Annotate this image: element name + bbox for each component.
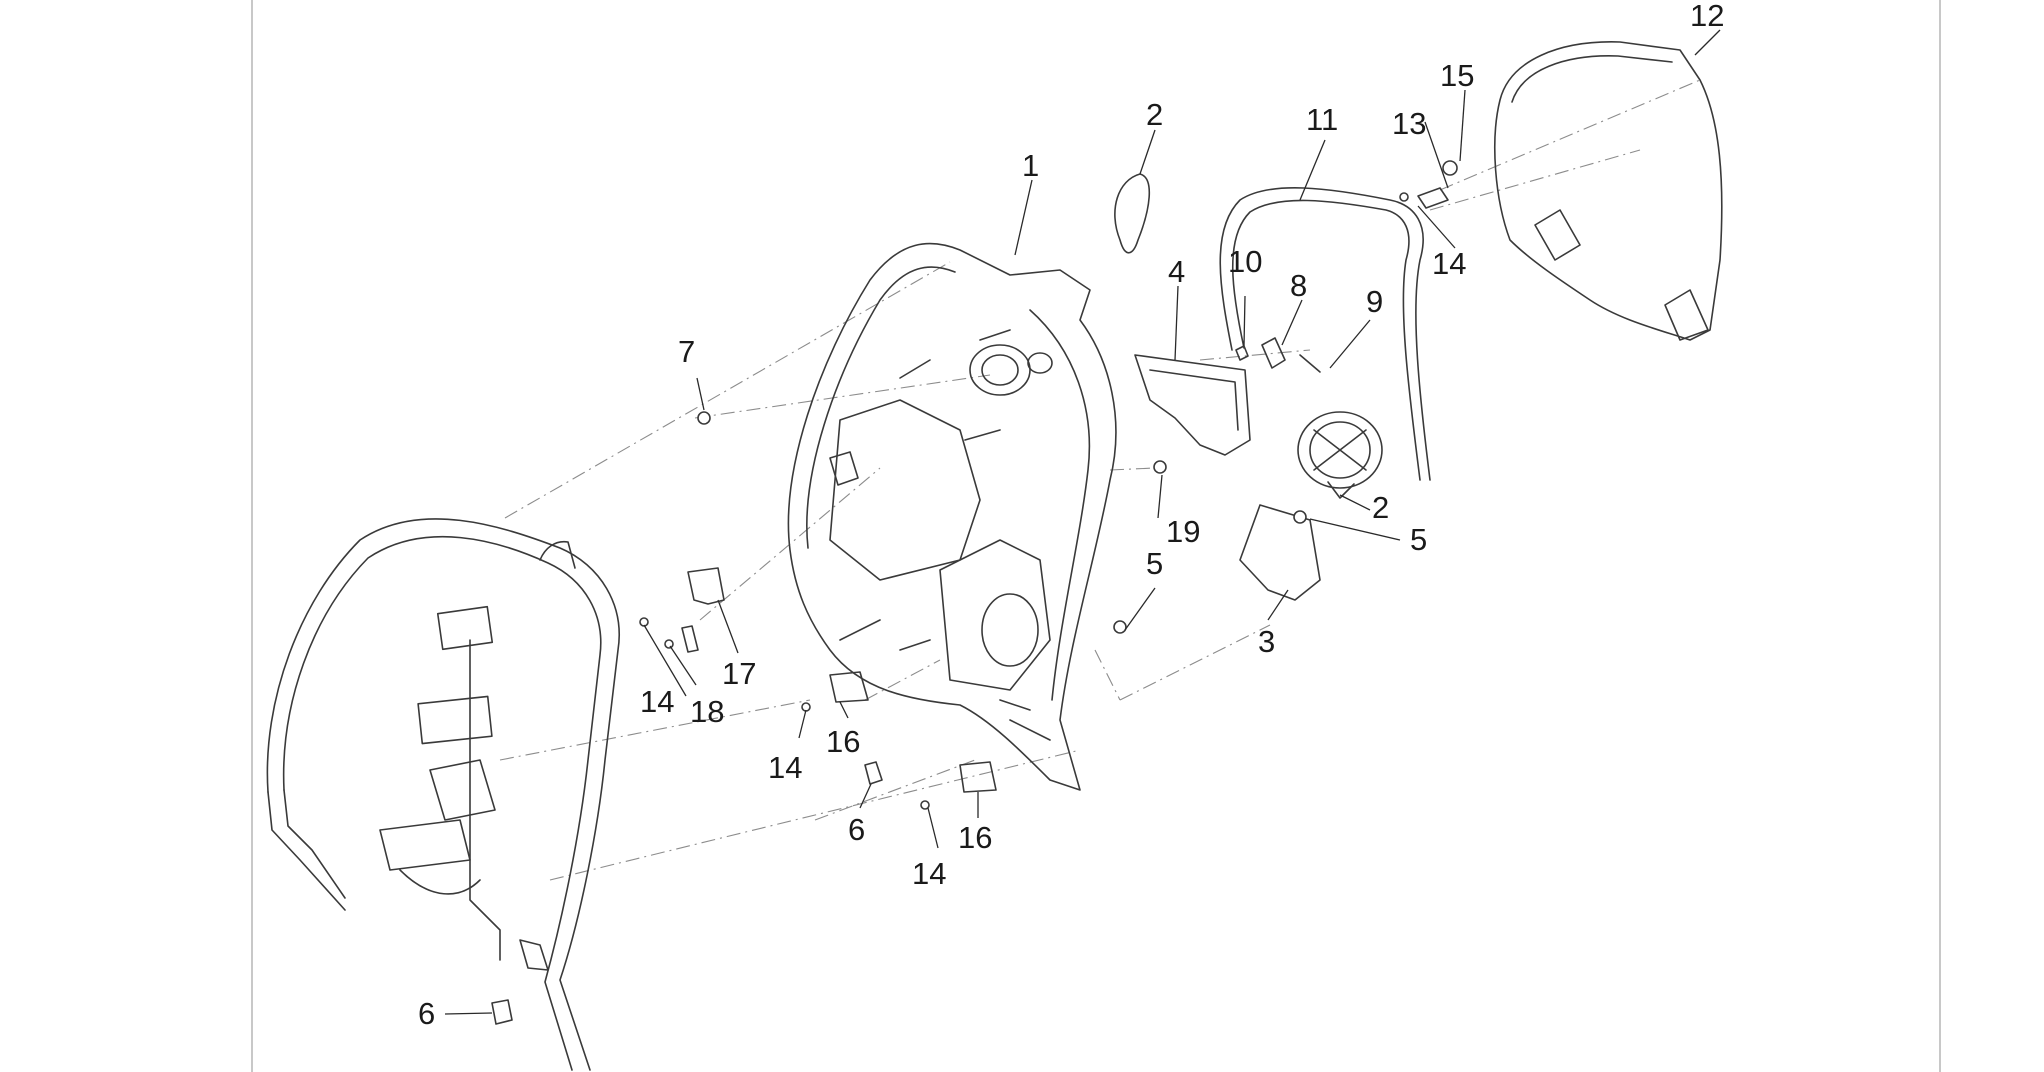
callout-19: 19 bbox=[1166, 514, 1200, 549]
callouts: 1 2 2 3 4 5 5 6 6 7 8 9 10 11 12 13 14 1… bbox=[418, 0, 1724, 1031]
part-2-bowl-neck bbox=[1327, 481, 1355, 499]
leg-shield-frame bbox=[266, 518, 620, 1071]
callout-17: 17 bbox=[722, 656, 756, 691]
part-12-cover-edge bbox=[1511, 55, 1673, 103]
callout-5-right: 5 bbox=[1410, 522, 1427, 557]
callout-14-right: 14 bbox=[1432, 246, 1466, 281]
part-10-spring bbox=[1235, 345, 1249, 361]
part-12-bracket-left bbox=[1534, 209, 1581, 261]
clips bbox=[491, 567, 997, 1025]
part-11-trim-inner bbox=[1231, 199, 1421, 481]
callout-9: 9 bbox=[1366, 284, 1383, 319]
callout-1: 1 bbox=[1022, 148, 1039, 183]
assembly-lines bbox=[499, 79, 1701, 881]
callout-7: 7 bbox=[678, 334, 695, 369]
callout-2-bowl: 2 bbox=[1372, 490, 1389, 525]
callout-4: 4 bbox=[1168, 254, 1185, 289]
leader-lines bbox=[444, 29, 1721, 1015]
part-15-screw bbox=[1442, 160, 1458, 176]
part-2-bowl bbox=[1297, 411, 1383, 489]
part-12-cover bbox=[1494, 41, 1723, 341]
part-2-bowl-cross bbox=[1313, 429, 1367, 471]
part-2-lens-top bbox=[1114, 173, 1151, 254]
callout-6-mid: 6 bbox=[848, 812, 865, 847]
callout-8: 8 bbox=[1290, 268, 1307, 303]
callout-3: 3 bbox=[1258, 624, 1275, 659]
callout-16-mid: 16 bbox=[826, 724, 860, 759]
part-4-cover-inner bbox=[1149, 369, 1239, 431]
callout-2-top: 2 bbox=[1146, 97, 1163, 132]
part-11-trim bbox=[1219, 187, 1431, 481]
part-2-bowl-rim bbox=[1309, 421, 1371, 479]
part-12-bracket-right bbox=[1664, 289, 1709, 341]
callout-15: 15 bbox=[1440, 58, 1474, 93]
callout-12: 12 bbox=[1690, 0, 1724, 33]
leg-shield-main bbox=[787, 242, 1117, 791]
callout-18: 18 bbox=[690, 694, 724, 729]
callout-10: 10 bbox=[1228, 244, 1262, 279]
callout-14-lower: 14 bbox=[912, 856, 946, 891]
part-4-cover bbox=[1134, 354, 1251, 456]
callout-14-left: 14 bbox=[640, 684, 674, 719]
callout-11: 11 bbox=[1306, 102, 1338, 137]
part-9-pin bbox=[1299, 354, 1321, 373]
callout-16-lower: 16 bbox=[958, 820, 992, 855]
callout-5-mid: 5 bbox=[1146, 546, 1163, 581]
part-13-clip bbox=[1417, 187, 1449, 209]
callout-6-lower: 6 bbox=[418, 996, 435, 1031]
part-8-lock bbox=[1261, 337, 1286, 369]
callout-13: 13 bbox=[1392, 106, 1426, 141]
callout-14-mid: 14 bbox=[768, 750, 802, 785]
fasteners bbox=[639, 192, 1409, 810]
part-3-cover bbox=[1239, 504, 1321, 601]
